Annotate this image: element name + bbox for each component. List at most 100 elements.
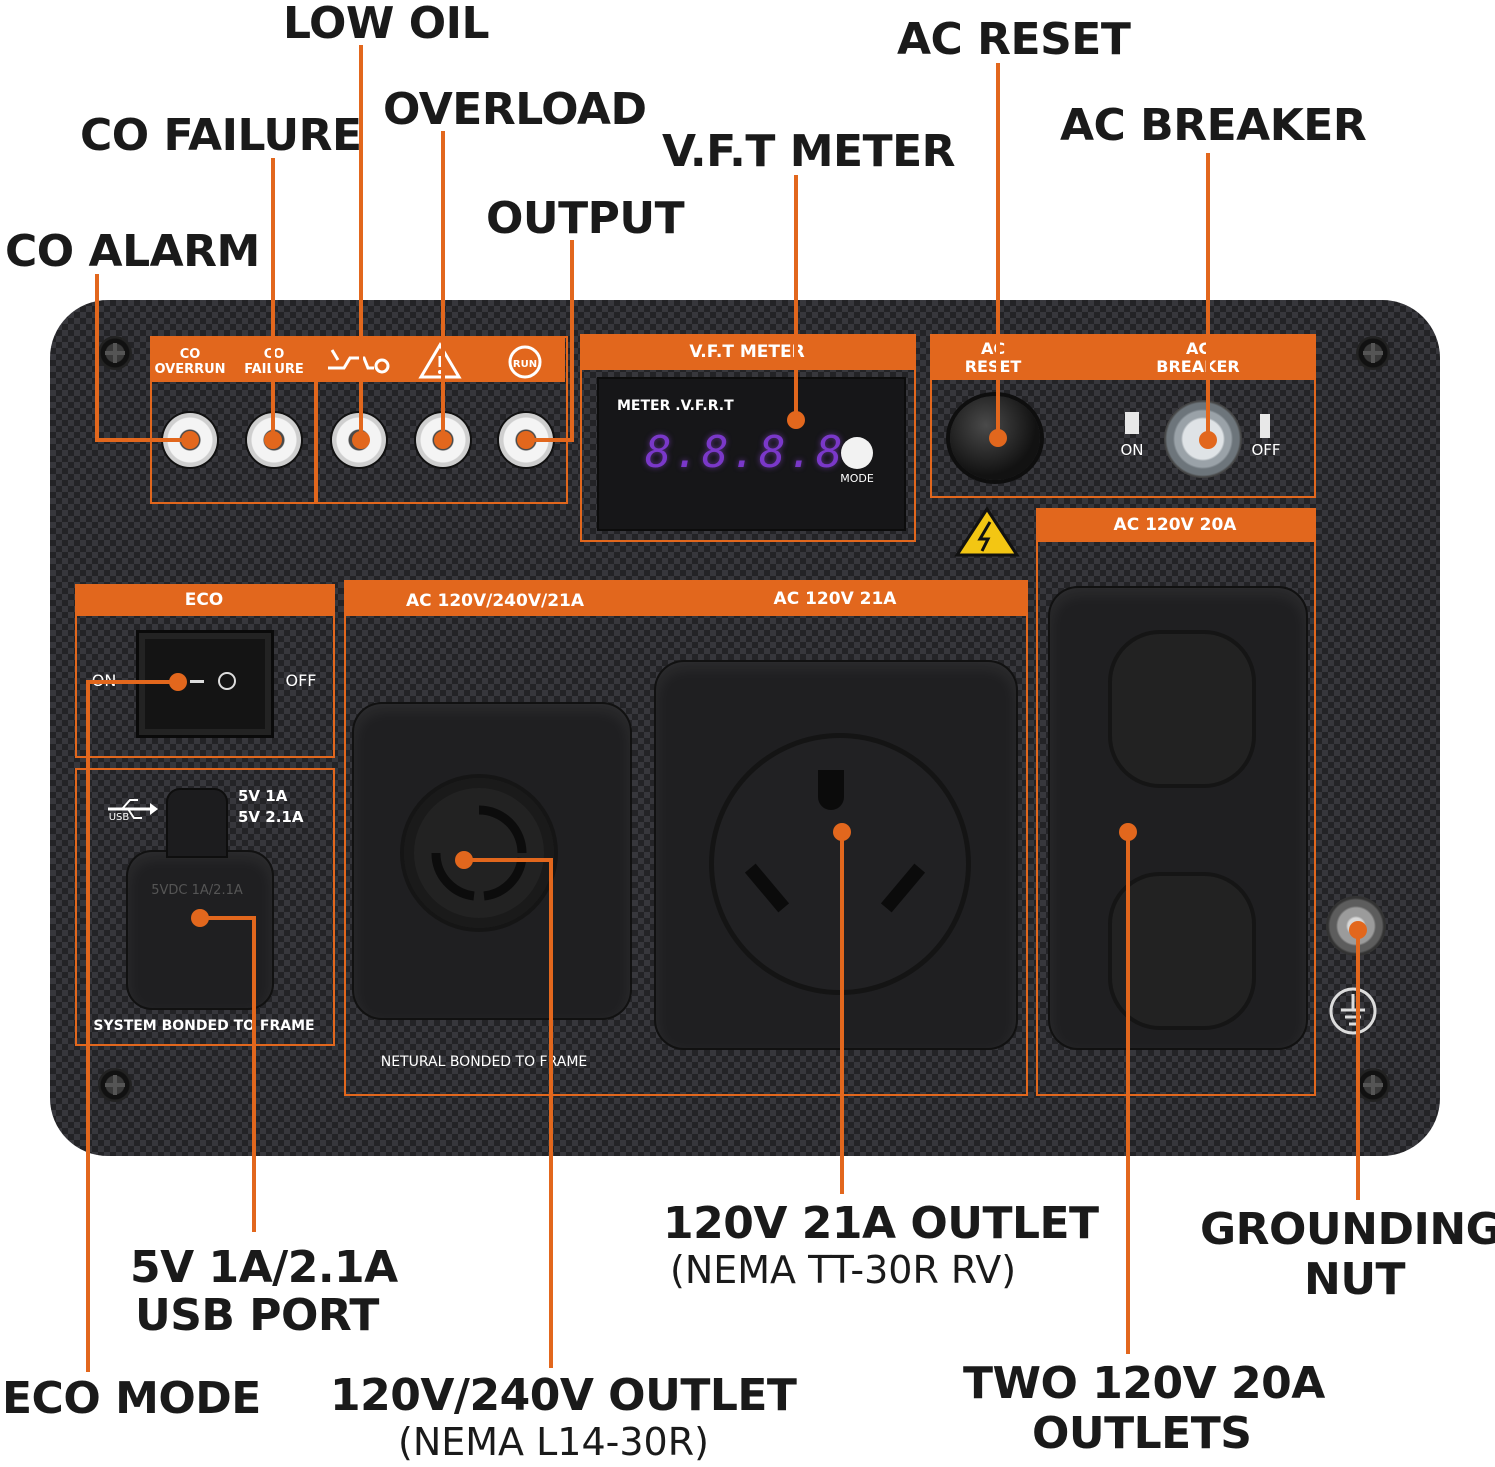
eco-switch[interactable]	[136, 630, 274, 738]
system-bonded-label: SYSTEM BONDED TO FRAME	[93, 1018, 315, 1034]
callout-two-outlets-line1: TWO 120V 20A	[963, 1358, 1325, 1409]
callout-co-failure: CO FAILURE	[80, 110, 362, 161]
leader-dot-overload	[434, 431, 452, 449]
leader-dot-output	[517, 431, 535, 449]
callout-overload: OVERLOAD	[383, 84, 647, 135]
eco-switch-off-mark	[218, 672, 236, 690]
callout-eco-mode: ECO MODE	[2, 1373, 261, 1424]
leader-dot-tt-30r	[833, 823, 851, 841]
callout-120v-21a-outlet-sub: (NEMA TT-30R RV)	[670, 1248, 1017, 1292]
ground-symbol-icon	[1329, 987, 1377, 1035]
leader-dot-vft-meter	[787, 411, 805, 429]
screw-icon	[1356, 1068, 1390, 1102]
screw-icon	[1356, 336, 1390, 370]
leader-dot-ac-breaker	[1199, 431, 1217, 449]
leader-dot-co-alarm	[181, 431, 199, 449]
usb-5v-21a-label: 5V 2.1A	[238, 808, 304, 826]
breaker-off-icon	[1260, 414, 1270, 438]
leader-tt-30r	[840, 832, 844, 1194]
ac-controls-header	[930, 334, 1314, 380]
leader-eco-mode-h	[86, 680, 178, 684]
overload-warning-icon	[418, 342, 462, 379]
callout-120-240v-outlet: 120V/240V OUTLET	[330, 1370, 797, 1421]
leader-output-v	[570, 240, 574, 440]
leader-vft-meter	[794, 175, 798, 420]
ac-breaker-label: AC BREAKER	[1156, 339, 1240, 377]
ac-120-240-21a-label: AC 120V/240V/21A	[405, 591, 585, 611]
usb-cover-text: 5VDC 1A/2.1A	[151, 883, 243, 898]
callout-ac-reset: AC RESET	[897, 14, 1131, 65]
leader-20a-outlets	[1126, 832, 1130, 1354]
leader-dot-l14-30r	[455, 851, 473, 869]
eco-header: ECO	[75, 584, 333, 616]
leader-dot-co-failure	[264, 431, 282, 449]
leader-ac-reset	[996, 63, 1000, 438]
ac-outlets-header	[344, 580, 1026, 616]
callout-grounding-nut-line1: GROUNDING	[1200, 1204, 1495, 1255]
vft-meter-header: V.F.T METER	[580, 334, 914, 370]
tt-30r-ground-slot	[818, 770, 844, 810]
screw-icon	[98, 336, 132, 370]
20a-outlet-top[interactable]	[1112, 634, 1252, 784]
output-run-icon: RUN	[508, 345, 542, 379]
l14-30r-outlet-face[interactable]	[404, 778, 554, 928]
callout-output: OUTPUT	[486, 193, 685, 244]
meter-mode-button[interactable]	[841, 437, 873, 469]
leader-l14-30r-h	[464, 858, 553, 862]
callout-120-240v-outlet-sub: (NEMA L14-30R)	[398, 1420, 709, 1464]
leader-dot-20a	[1119, 823, 1137, 841]
callout-vft-meter: V.F.T METER	[662, 126, 956, 177]
leader-output-h	[526, 438, 574, 442]
leader-dot-usb	[191, 909, 209, 927]
callout-ac-breaker: AC BREAKER	[1060, 100, 1367, 151]
ac-20a-header: AC 120V 20A	[1036, 508, 1314, 542]
leader-dot-grounding	[1349, 921, 1367, 939]
callout-co-alarm: CO ALARM	[5, 226, 260, 277]
co-overrun-label: CO OVERRUN	[154, 347, 226, 377]
leader-co-alarm-v	[95, 274, 99, 440]
high-voltage-warning-icon	[954, 506, 1020, 557]
leader-co-failure	[271, 158, 275, 440]
leader-ac-breaker	[1206, 153, 1210, 440]
leader-grounding-nut	[1356, 930, 1360, 1200]
leader-dot-eco	[169, 673, 187, 691]
breaker-on-icon	[1125, 412, 1139, 434]
usb-cover-strap	[166, 788, 228, 858]
meter-digits: 8.8.8.8	[645, 427, 845, 478]
leader-usb-v	[252, 918, 256, 1232]
usb-tag-label: USB	[108, 812, 130, 823]
ac-120-21a-label: AC 120V 21A	[773, 589, 897, 609]
20a-outlet-bottom[interactable]	[1112, 876, 1252, 1026]
run-icon-label: RUN	[513, 359, 537, 370]
usb-icon	[108, 799, 158, 819]
usb-port-cover[interactable]	[126, 850, 274, 1010]
low-oil-icon	[328, 349, 390, 374]
meter-mode-label: MODE	[840, 472, 874, 485]
screw-icon	[98, 1068, 132, 1102]
leader-eco-mode-v	[86, 682, 90, 1372]
breaker-off-label: OFF	[1251, 441, 1281, 459]
leader-dot-low-oil	[352, 431, 370, 449]
leader-low-oil	[359, 45, 363, 440]
eco-off-label: OFF	[285, 671, 317, 690]
leader-usb-h	[200, 916, 256, 920]
meter-label: METER .V.F.R.T	[617, 398, 734, 414]
usb-group	[75, 768, 335, 1046]
leader-dot-ac-reset	[989, 429, 1007, 447]
callout-low-oil: LOW OIL	[283, 0, 490, 49]
callout-usb-port-line1: 5V 1A/2.1A	[130, 1242, 398, 1293]
callout-usb-port-line2: USB PORT	[135, 1290, 379, 1341]
usb-5v-1a-label: 5V 1A	[238, 787, 288, 805]
callout-two-outlets-line2: OUTLETS	[1032, 1408, 1252, 1459]
callout-grounding-nut-line2: NUT	[1304, 1254, 1406, 1305]
eco-switch-on-mark	[190, 680, 204, 683]
ac-reset-label: AC RESET	[964, 339, 1022, 377]
leader-overload	[441, 131, 445, 440]
breaker-on-label: ON	[1120, 441, 1144, 459]
indicator-group-co	[150, 336, 318, 504]
leader-co-alarm-h	[95, 438, 190, 442]
callout-120v-21a-outlet: 120V 21A OUTLET	[663, 1198, 1099, 1249]
leader-l14-30r-v	[549, 860, 553, 1368]
neutral-bonded-label: NETURAL BONDED TO FRAME	[380, 1054, 588, 1070]
l14-30r-slots-icon	[431, 805, 527, 901]
